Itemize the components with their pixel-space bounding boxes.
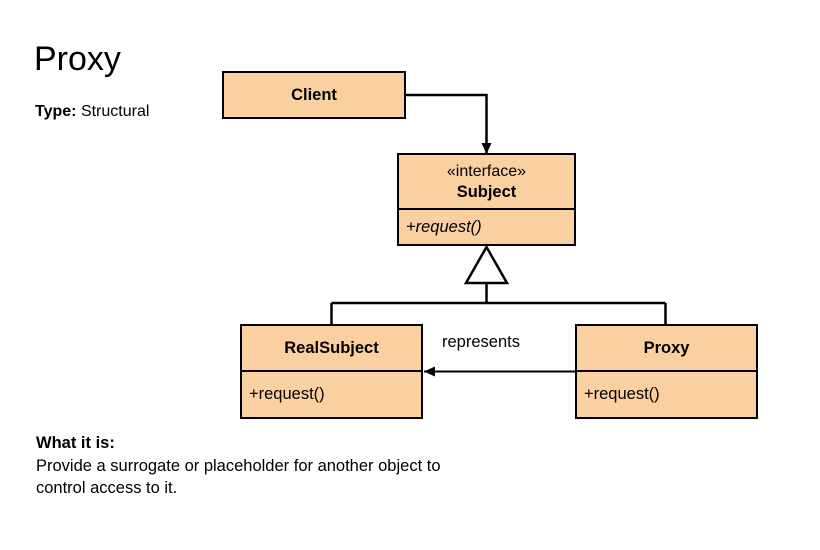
description-block: What it is: Provide a surrogate or place… [36,432,456,500]
class-name-subject: Subject [456,183,517,201]
class-name-client: Client [291,86,337,104]
description-body: Provide a surrogate or placeholder for a… [36,456,441,498]
page-title: Proxy [34,40,121,78]
class-operations-realsubject: +request() [242,370,421,416]
class-header-proxy: Proxy [577,326,756,370]
edge-label-represents: represents [442,333,520,351]
uml-class-realsubject[interactable]: RealSubject +request() [240,324,423,419]
connector-generalization-to-subject [330,244,667,325]
class-operations-subject: +request() [399,208,574,243]
description-heading: What it is: [36,434,115,452]
uml-class-subject[interactable]: «interface» Subject +request() [397,153,576,246]
class-name-proxy: Proxy [643,339,690,357]
operation-proxy-request: +request() [584,385,660,403]
connector-client-to-subject [406,93,492,154]
class-header-subject: «interface» Subject [399,155,574,208]
class-name-realsubject: RealSubject [284,339,379,357]
operation-realsubject-request: +request() [249,385,325,403]
class-header-realsubject: RealSubject [242,326,421,370]
uml-class-client[interactable]: Client [222,71,406,119]
class-header-client: Client [224,73,404,117]
pattern-type-value: Structural [80,103,150,120]
pattern-type-line: Type: Structural [35,102,149,122]
class-operations-proxy: +request() [577,370,756,416]
operation-subject-request: +request() [406,217,482,236]
pattern-type-label: Type: [35,103,77,120]
class-stereotype-subject: «interface» [446,163,527,180]
uml-class-proxy[interactable]: Proxy +request() [575,324,758,419]
